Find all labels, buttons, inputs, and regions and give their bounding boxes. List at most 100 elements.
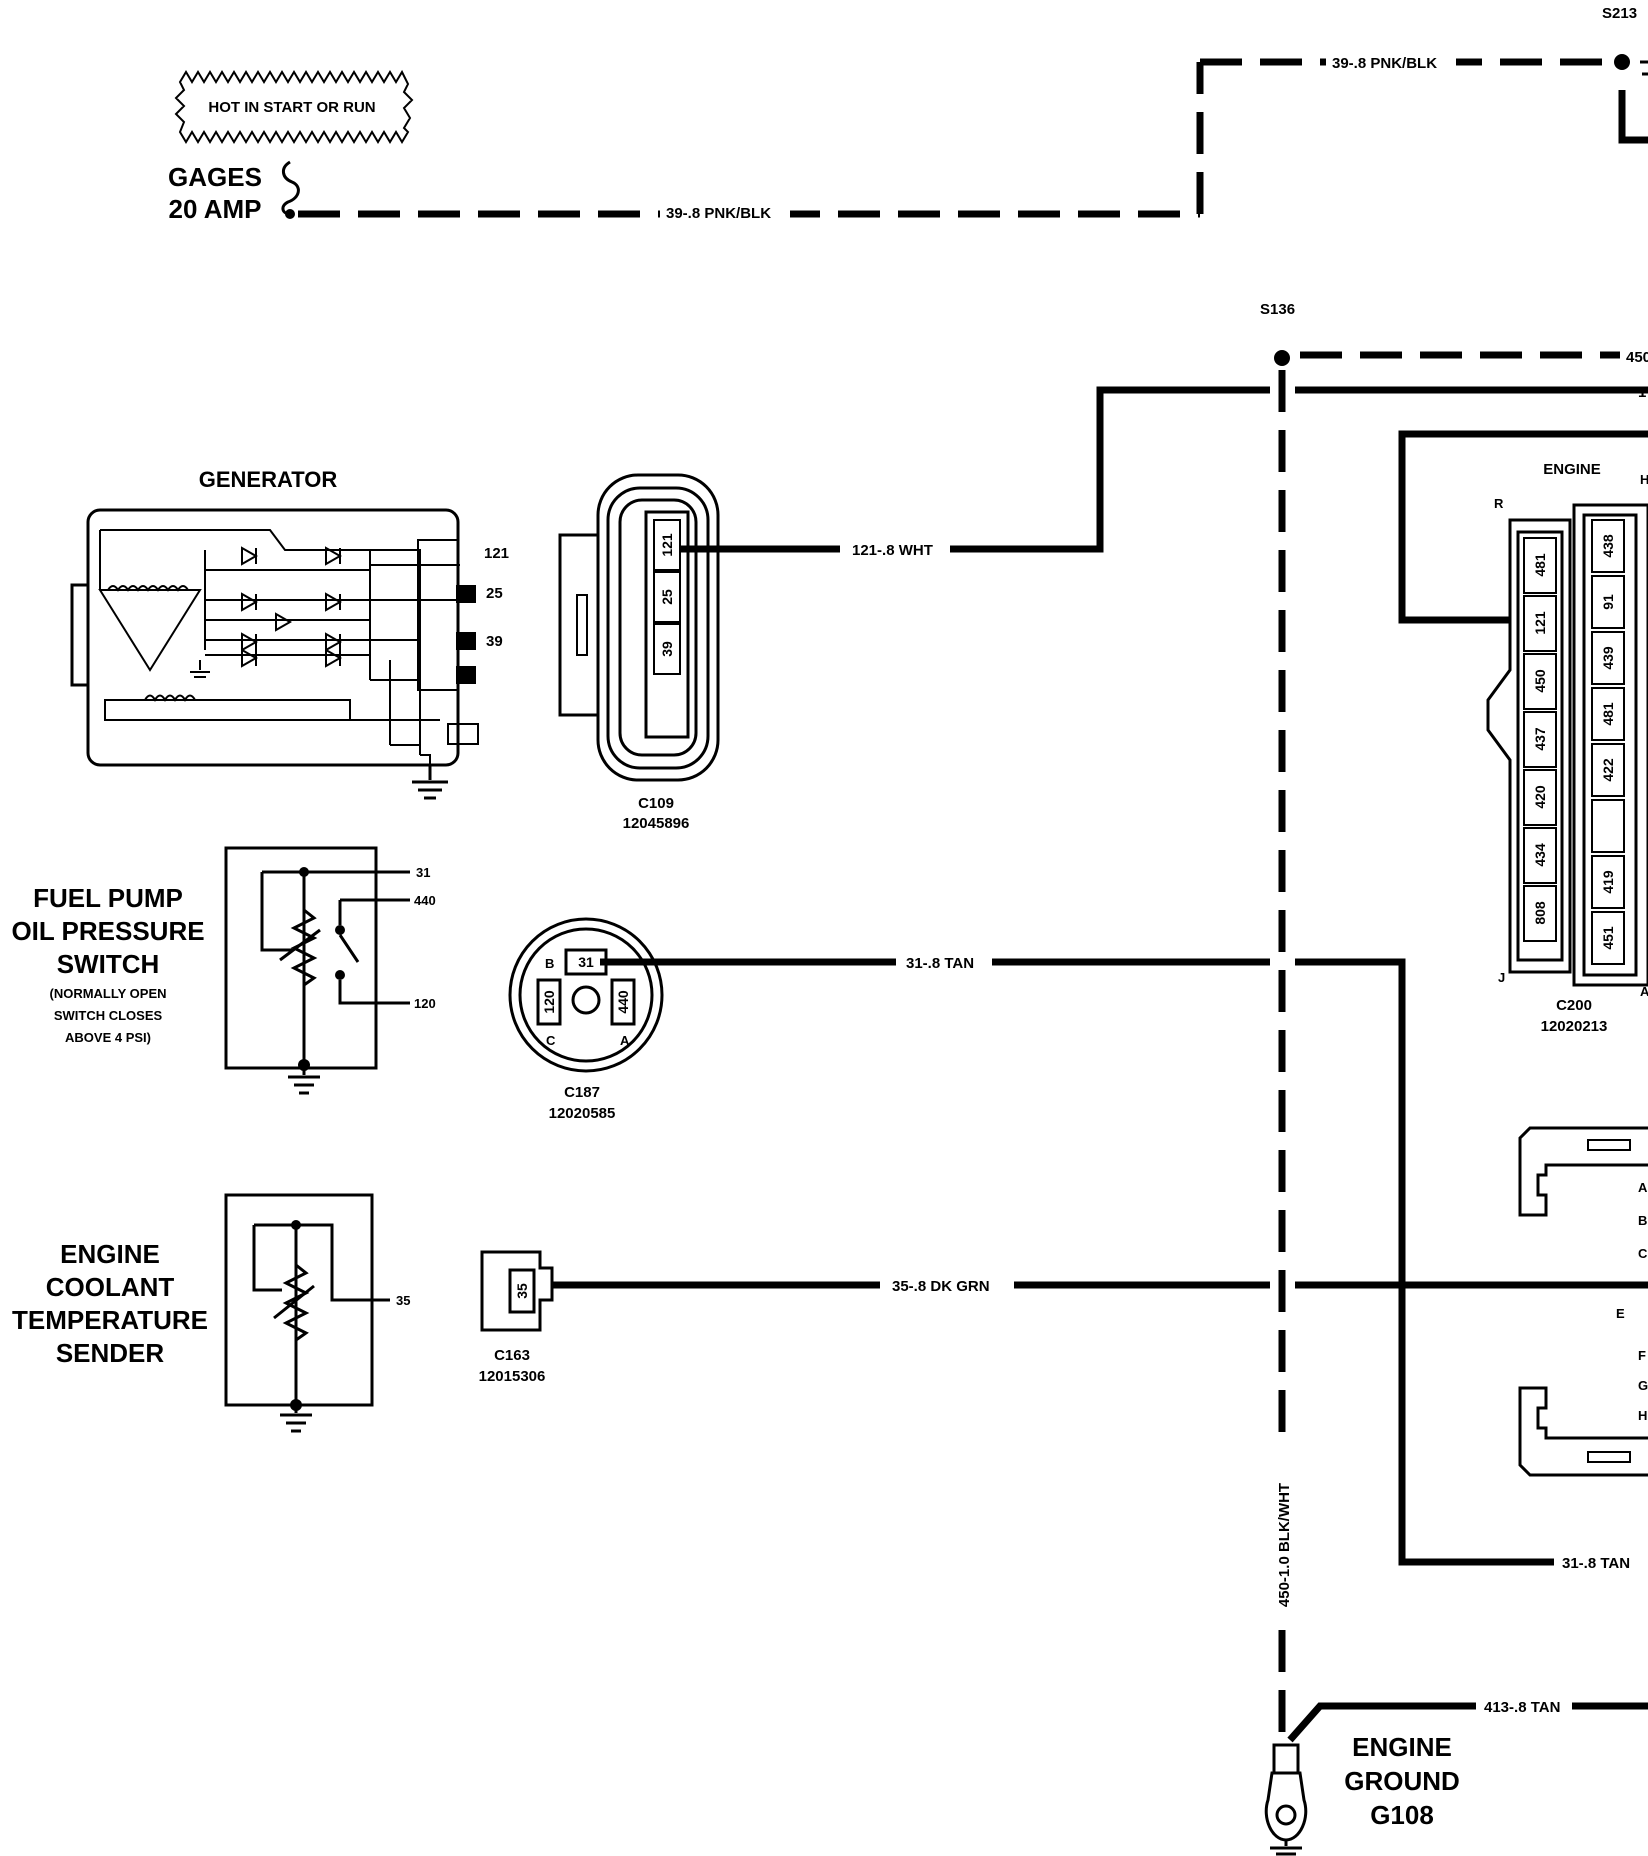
fuse-name-line1: GAGES — [168, 162, 262, 192]
oil-switch-terminal-31: 31 — [416, 865, 430, 880]
oil-switch-internal — [260, 870, 410, 1065]
lower-connector-letter-e: E — [1616, 1306, 1625, 1321]
pnk-blk-label-bottom: 39-.8 PNK/BLK — [666, 205, 771, 222]
rotor-coil — [144, 694, 196, 703]
generator-terminal-block — [417, 539, 459, 691]
ground-line1: ENGINE — [1352, 1732, 1452, 1762]
top-right-cut-label: 450 — [1626, 349, 1648, 366]
c109-cavity-25 — [653, 571, 681, 623]
c187-cavity-label-31: 31 — [578, 954, 594, 970]
brush-connector — [447, 723, 479, 745]
c187-cavity-440 — [610, 978, 636, 1026]
c163-cavity-label-35: 35 — [514, 1283, 530, 1299]
engine-ground: 413-.8 TAN ENGINE GROUND G108 — [1264, 1694, 1648, 1856]
splice-s136-label: S136 — [1260, 301, 1295, 318]
generator-ground-icon — [412, 765, 448, 800]
c200-left-inner — [1516, 530, 1564, 962]
generator-side-tab — [70, 583, 90, 687]
wht-121-wire — [680, 386, 1270, 553]
splice-s136-group: S136 450 450-1.0 BLK/WHT — [1260, 301, 1648, 1735]
tan-31-circuit: 31-.8 TAN 31-.8 TAN — [600, 950, 1648, 1576]
oil-switch-line1: FUEL PUMP — [33, 883, 183, 913]
oil-switch-terminal-440: 440 — [414, 893, 436, 908]
lower-connector-top-shell — [1518, 1126, 1648, 1217]
c163-part: 12015306 — [479, 1368, 546, 1385]
generator-terminal-121: 121 — [484, 545, 509, 562]
right-cut-label-1: 1 — [1638, 384, 1646, 401]
c200-left-cavity-6: 434 — [1532, 843, 1548, 867]
oil-switch-node — [299, 867, 309, 877]
c187-id: C187 — [564, 1084, 600, 1101]
c109-cavity-label-39: 39 — [659, 641, 675, 657]
gages-fuse-block: HOT IN START OR RUN GAGES 20 AMP — [168, 69, 414, 224]
c109-cavity-121 — [653, 519, 681, 571]
c109-cavity-label-25: 25 — [659, 589, 675, 605]
c163-cavity-35 — [508, 1268, 536, 1314]
c200-part: 12020213 — [1541, 1018, 1608, 1035]
oil-switch-line3: SWITCH — [57, 949, 160, 979]
c109-latch — [558, 533, 602, 717]
splice-s213-dot — [1614, 54, 1630, 70]
ground-terminal-crimp — [1272, 1743, 1300, 1775]
lower-connector-letter-h: H — [1638, 1408, 1647, 1423]
c187-cavity-label-440: 440 — [615, 990, 631, 1014]
lower-connector-letter-b: B — [1638, 1213, 1647, 1228]
c109-inner-shell — [618, 498, 698, 757]
coolant-line4: SENDER — [56, 1338, 165, 1368]
oil-switch-note1: (NORMALLY OPEN — [49, 986, 166, 1001]
c109-cavity-frame — [644, 510, 690, 739]
s213-branch-top — [1640, 60, 1648, 76]
c200-left-cavity-2: 121 — [1532, 611, 1548, 635]
ground-eyelet-hole — [1275, 1804, 1297, 1826]
dk-grn-35-label: 35-.8 DK GRN — [892, 1278, 990, 1295]
c187-cavity-120 — [536, 978, 562, 1026]
stator-ground-icon — [190, 660, 210, 678]
c200-letter-j: J — [1498, 970, 1505, 985]
lower-connector-letter-a: A — [1638, 1180, 1648, 1195]
oil-switch-ground-icon — [288, 1065, 320, 1095]
lower-connector-letter-g: G — [1638, 1378, 1648, 1393]
splice-s213-label: S213 — [1602, 5, 1637, 22]
c163-id: C163 — [494, 1347, 530, 1364]
c109-part: 12045896 — [623, 815, 690, 832]
lower-connector-letter-c: C — [1638, 1246, 1648, 1261]
c200-right-cavities: 438 91 439 481 422 419 451 — [1591, 519, 1625, 965]
generator-terminal-25: 25 — [486, 585, 503, 602]
tan-31-wire-right — [1295, 958, 1620, 1566]
lower-connector-bottom-shell — [1518, 1386, 1648, 1477]
tan-413-wire — [1287, 1702, 1648, 1743]
c200-right-inner — [1582, 513, 1638, 977]
generator-internal-bus — [99, 529, 460, 775]
coolant-line3: TEMPERATURE — [12, 1305, 208, 1335]
c200-left-cavity-7: 808 — [1532, 901, 1548, 925]
hot-label: HOT IN START OR RUN — [208, 99, 375, 116]
c109-cavity-label-121: 121 — [659, 533, 675, 557]
pnk-blk-label-top: 39-.8 PNK/BLK — [1332, 55, 1437, 72]
c109-cavity-39 — [653, 623, 681, 675]
oil-switch-terminal-120: 120 — [414, 996, 436, 1011]
splice-s136-dot — [1274, 350, 1290, 366]
c187-part: 12020585 — [549, 1105, 616, 1122]
lower-connector-bottom-slot — [1587, 1451, 1631, 1463]
c200-letter-r: R — [1494, 496, 1504, 511]
stator-winding — [98, 589, 202, 672]
lower-connector-letter-f: F — [1638, 1348, 1646, 1363]
c200-right-cavity-8: 451 — [1600, 926, 1616, 950]
c200-left-cavities: 481 121 450 437 420 434 808 — [1523, 537, 1557, 942]
wht-121-label: 121-.8 WHT — [852, 542, 933, 559]
generator-title: GENERATOR — [199, 467, 338, 492]
ground-line3: G108 — [1370, 1800, 1434, 1830]
oil-switch-housing — [224, 846, 378, 1070]
lower-connector-top-slot — [1587, 1139, 1631, 1151]
coolant-resistor — [282, 1263, 310, 1342]
c200-121-feed — [1398, 430, 1648, 624]
tan-31-label: 31-.8 TAN — [906, 955, 974, 972]
fuse-symbol — [281, 160, 300, 216]
c109-latch-slot — [576, 594, 588, 656]
c109-id: C109 — [638, 795, 674, 812]
lower-right-connector: A B C E F G H — [1518, 1126, 1648, 1477]
generator-housing — [86, 508, 460, 767]
connector-c200: ENGINE R H J A 481 121 450 437 420 434 8… — [1486, 461, 1648, 1035]
c187-center-key — [571, 985, 601, 1015]
